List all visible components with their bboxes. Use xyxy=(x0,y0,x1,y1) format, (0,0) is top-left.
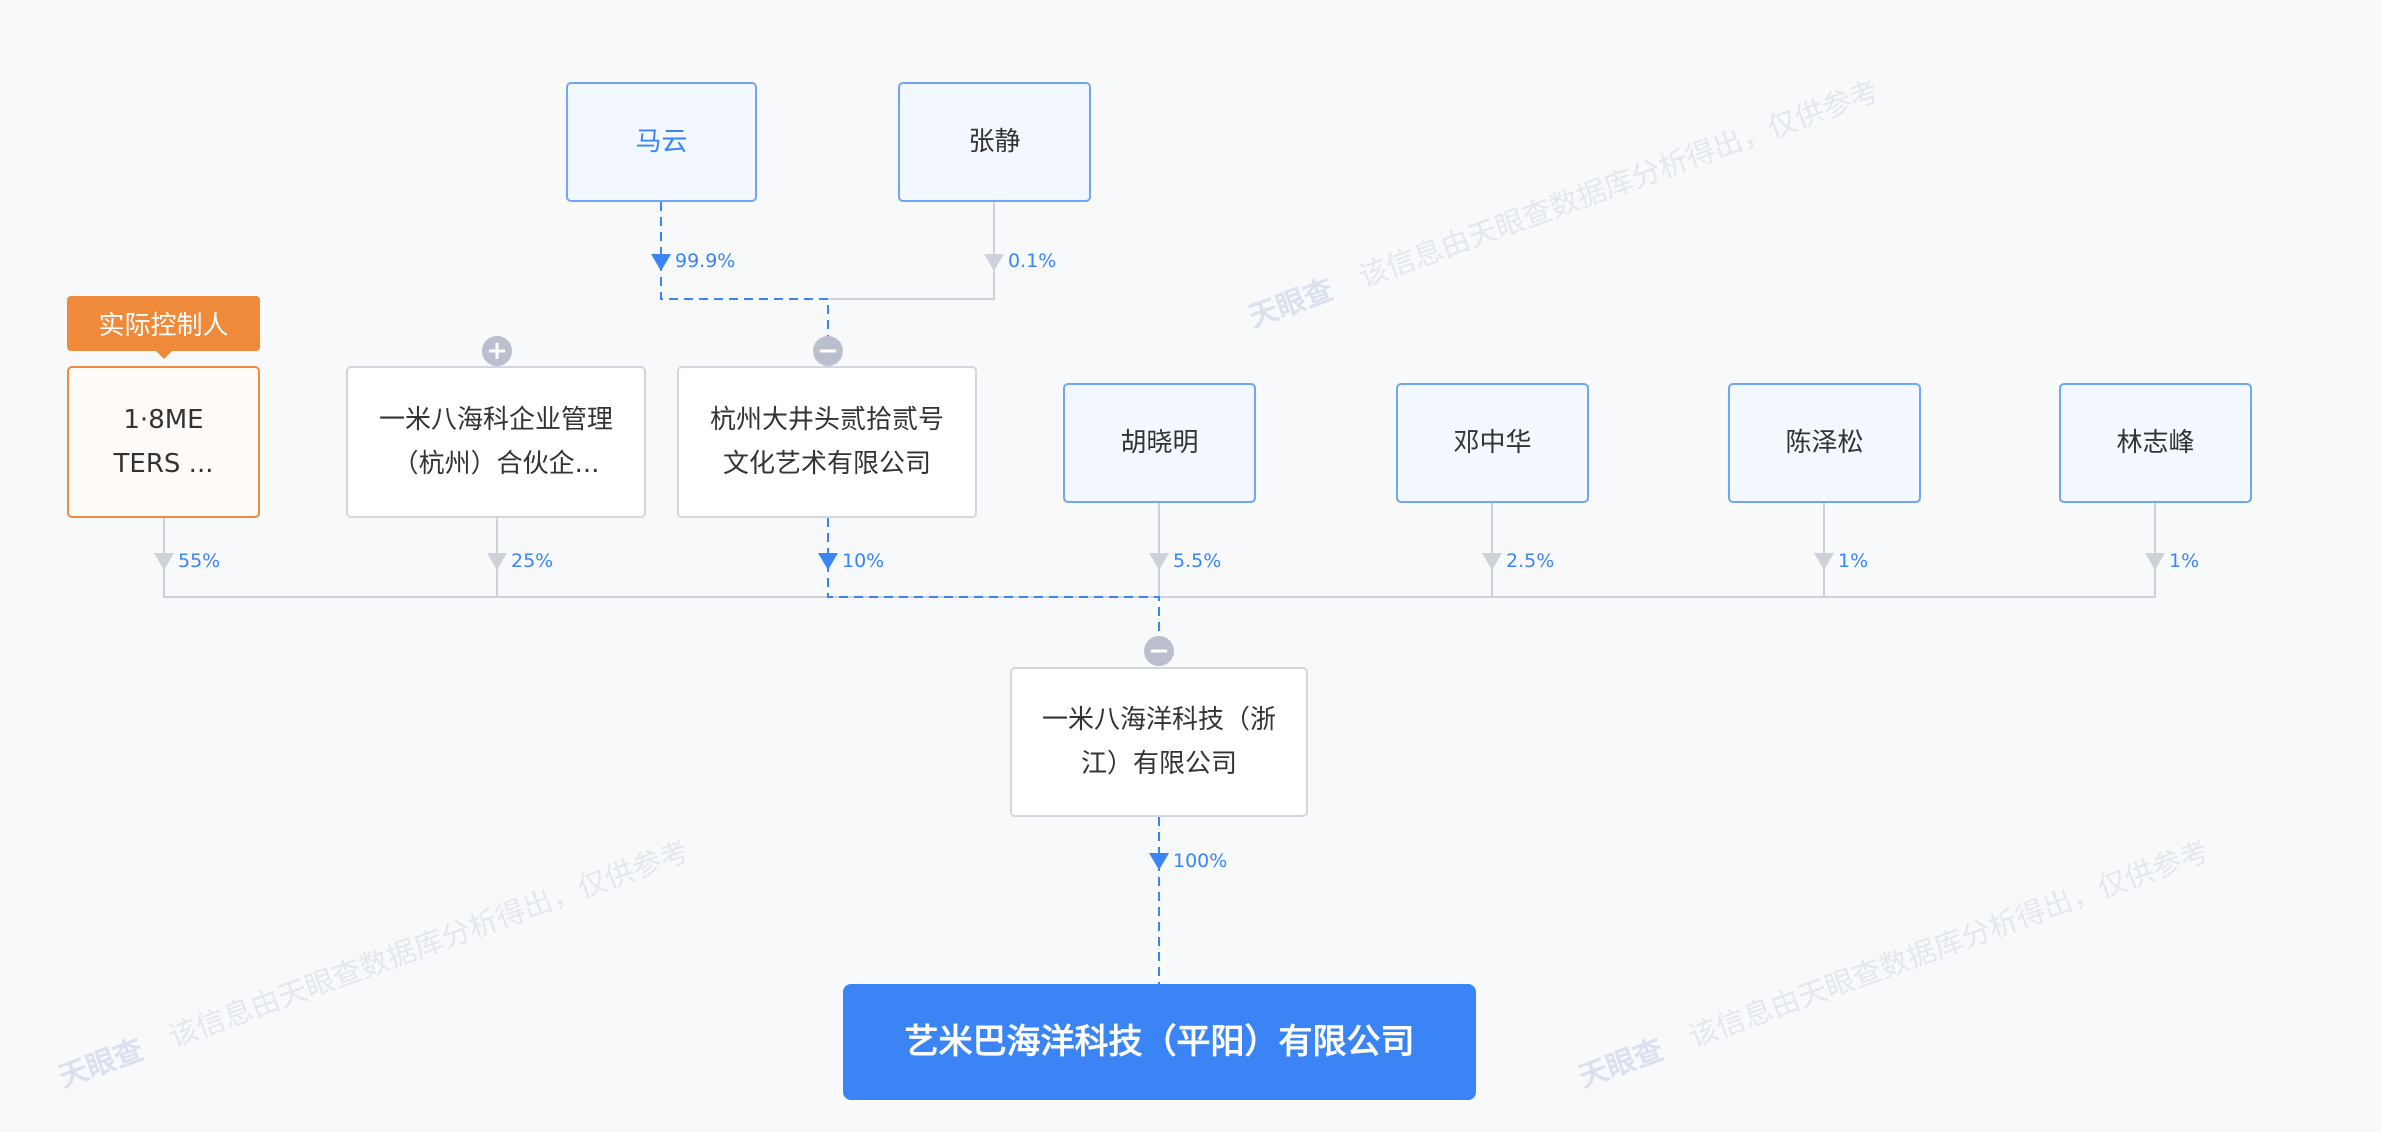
percent-label: 100% xyxy=(1173,850,1228,872)
shareholder-node-hangzhou-dajingtou[interactable]: 杭州大井头贰拾贰号文化艺术有限公司 xyxy=(677,366,977,518)
expand-button[interactable]: + xyxy=(482,336,512,366)
shareholder-node-chenzesong[interactable]: 陈泽松 xyxy=(1728,383,1921,503)
node-label: 林志峰 xyxy=(2116,428,2195,458)
arrow-down-icon xyxy=(1482,553,1502,570)
percent-label: 25% xyxy=(511,550,554,572)
parent-company-node[interactable]: 一米八海洋科技（浙江）有限公司 xyxy=(1010,667,1308,817)
node-label: 艺米巴海洋科技（平阳）有限公司 xyxy=(904,1022,1415,1062)
shareholder-node-yimibahaike[interactable]: 一米八海科企业管理 （杭州）合伙企... xyxy=(346,366,646,518)
arrow-down-icon xyxy=(1149,553,1169,570)
arrow-down-icon xyxy=(154,553,174,570)
node-label: 江）有限公司 xyxy=(1080,749,1237,779)
edge-row-right xyxy=(1158,503,2156,598)
arrow-down-icon xyxy=(984,254,1004,271)
node-label: 一米八海科企业管理 xyxy=(378,405,613,435)
arrow-down-icon xyxy=(1149,853,1169,870)
collapse-button[interactable]: − xyxy=(1144,636,1174,666)
arrow-down-icon xyxy=(651,254,671,271)
node-label: 马云 xyxy=(635,127,688,157)
percent-label: 2.5% xyxy=(1506,550,1555,572)
actual-controller-tag: 实际控制人 xyxy=(67,296,260,359)
shareholder-node-mayun[interactable]: 马云 xyxy=(566,82,757,202)
collapse-button[interactable]: − xyxy=(813,336,843,366)
percent-label: 99.9% xyxy=(675,250,736,272)
percent-label: 1% xyxy=(2169,550,2200,572)
node-label: 杭州大井头贰拾贰号 xyxy=(709,405,944,435)
arrow-icons xyxy=(154,254,2165,870)
arrow-down-icon xyxy=(2145,553,2165,570)
percent-label: 1% xyxy=(1838,550,1869,572)
node-label: 胡晓明 xyxy=(1120,428,1199,458)
arrow-down-icon xyxy=(818,553,838,570)
node-label: 一米八海洋科技（浙 xyxy=(1041,705,1276,735)
target-company-node[interactable]: 艺米巴海洋科技（平阳）有限公司 xyxy=(843,984,1476,1100)
edge-people xyxy=(1491,503,1825,597)
shareholder-node-linzhifeng[interactable]: 林志峰 xyxy=(2059,383,2252,503)
node-label: 陈泽松 xyxy=(1785,428,1864,458)
shareholder-node-huxiaoming[interactable]: 胡晓明 xyxy=(1063,383,1256,503)
edge-row-left xyxy=(163,518,1159,598)
node-label: 文化艺术有限公司 xyxy=(722,449,931,479)
percent-label: 5.5% xyxy=(1173,550,1222,572)
node-label: TERS ... xyxy=(113,449,214,479)
percent-label: 10% xyxy=(842,550,885,572)
node-label: 张静 xyxy=(968,127,1021,157)
edge-hangzhou xyxy=(827,518,1160,636)
edge-zhangjing xyxy=(828,202,995,300)
arrow-down-icon xyxy=(487,553,507,570)
arrow-down-icon xyxy=(1814,553,1834,570)
shareholder-node-1-8meters[interactable]: 1·8ME TERS ... xyxy=(67,366,260,518)
percent-label: 0.1% xyxy=(1008,250,1057,272)
edge-mayun xyxy=(660,202,829,336)
shareholder-node-dengzhonghua[interactable]: 邓中华 xyxy=(1396,383,1589,503)
node-label: 1·8ME xyxy=(123,405,204,435)
percent-label: 55% xyxy=(178,550,221,572)
node-label: （杭州）合伙企... xyxy=(392,449,600,479)
shareholder-node-zhangjing[interactable]: 张静 xyxy=(898,82,1091,202)
node-label: 邓中华 xyxy=(1453,428,1532,458)
